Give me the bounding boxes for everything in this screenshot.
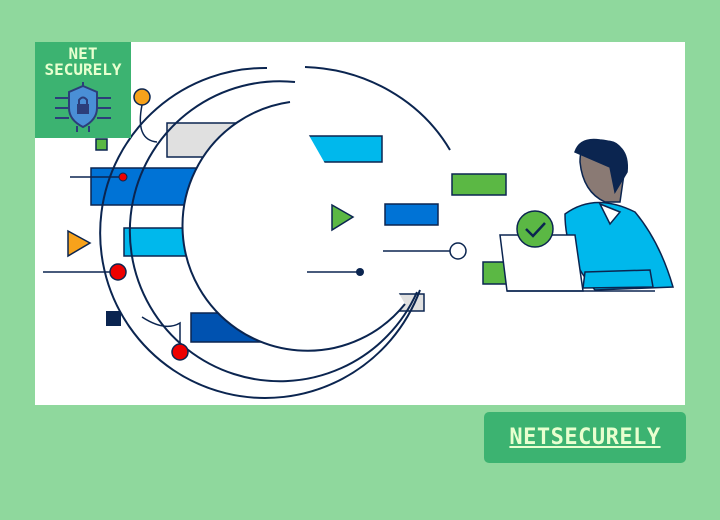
bar-blue-small (384, 203, 439, 226)
logo-line2: SECURELY (44, 60, 122, 79)
check-icon (516, 210, 554, 248)
play-icon-green (331, 203, 355, 232)
bar-green (451, 173, 507, 196)
logo-line1: NET (68, 44, 98, 63)
security-scan-illustration (43, 66, 674, 399)
person-with-laptop (499, 138, 674, 292)
netsecurely-button[interactable]: NETSECURELY (484, 412, 686, 463)
hero-illustration (35, 42, 685, 405)
shield-lock-icon (55, 82, 111, 132)
play-icon-orange (67, 229, 92, 258)
netsecurely-logo: NET SECURELY (35, 42, 131, 138)
